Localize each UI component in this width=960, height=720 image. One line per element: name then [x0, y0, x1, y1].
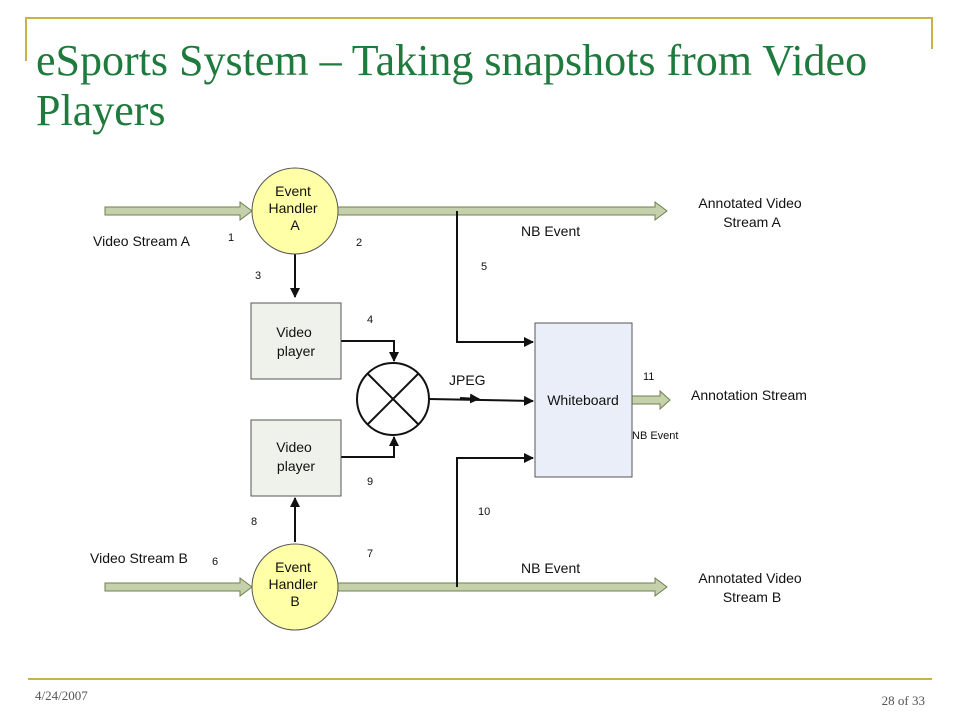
slide-title: eSports System – Taking snapshots from V…	[36, 36, 868, 135]
annotated-stream-b-label: Annotated Video Stream B	[698, 570, 805, 605]
annotated-stream-a-label: Annotated Video Stream A	[698, 195, 805, 230]
arrow-jpeg-mid	[459, 393, 480, 404]
video-player-bottom	[250, 419, 342, 497]
arrow-10	[456, 453, 534, 587]
arrow-9	[341, 436, 399, 458]
step-number-1: 1	[228, 232, 234, 244]
event-handler-a	[251, 167, 339, 255]
video-player-top	[250, 302, 342, 380]
arrow-video-stream-a	[104, 201, 253, 221]
frame-right-line	[931, 17, 933, 49]
step-number-10: 10	[478, 506, 490, 518]
step-number-2: 2	[356, 237, 362, 249]
step-number-3: 3	[255, 270, 261, 282]
step-number-4: 4	[367, 314, 373, 326]
video-player-bottom-label: Video player	[276, 439, 315, 474]
arrow-annotation-stream	[631, 389, 671, 411]
whiteboard-label: Whiteboard	[547, 392, 619, 408]
jpeg-label: JPEG	[449, 372, 486, 388]
arrow-annotated-stream-b	[337, 577, 668, 597]
event-handler-b-label: Event Handler B	[269, 559, 322, 609]
step-number-6: 6	[212, 556, 218, 568]
event-handler-a-label: Event Handler A	[269, 183, 322, 233]
arrow-4	[341, 340, 399, 362]
video-stream-b-label: Video Stream B	[90, 550, 188, 566]
frame-left-line	[25, 17, 27, 61]
step-number-11: 11	[643, 371, 654, 383]
combiner-symbol	[356, 362, 430, 436]
arrow-5	[456, 211, 534, 347]
arrow-jpeg	[428, 395, 534, 406]
annotation-stream-label: Annotation Stream	[691, 387, 807, 403]
step-number-7: 7	[367, 548, 373, 560]
whiteboard-box	[534, 322, 633, 478]
arrow-annotated-stream-a	[337, 201, 668, 221]
footer-date: 4/24/2007	[35, 688, 88, 703]
step-number-9: 9	[367, 476, 373, 488]
nb-event-bottom-label: NB Event	[521, 560, 580, 576]
arrow-video-stream-b	[104, 577, 253, 597]
esports-diagram: Event Handler A Event Handler B Video pl…	[85, 165, 825, 635]
footer-page-number: 28 of 33	[881, 693, 925, 708]
video-player-top-label: Video player	[276, 324, 315, 359]
nb-event-whiteboard-label: NB Event	[632, 430, 678, 442]
video-stream-a-label: Video Stream A	[93, 233, 191, 249]
step-number-8: 8	[251, 516, 257, 528]
event-handler-b	[251, 543, 339, 631]
footer-line	[28, 678, 932, 680]
nb-event-top-label: NB Event	[521, 223, 580, 239]
frame-top-line	[25, 17, 932, 19]
step-number-5: 5	[481, 261, 487, 273]
